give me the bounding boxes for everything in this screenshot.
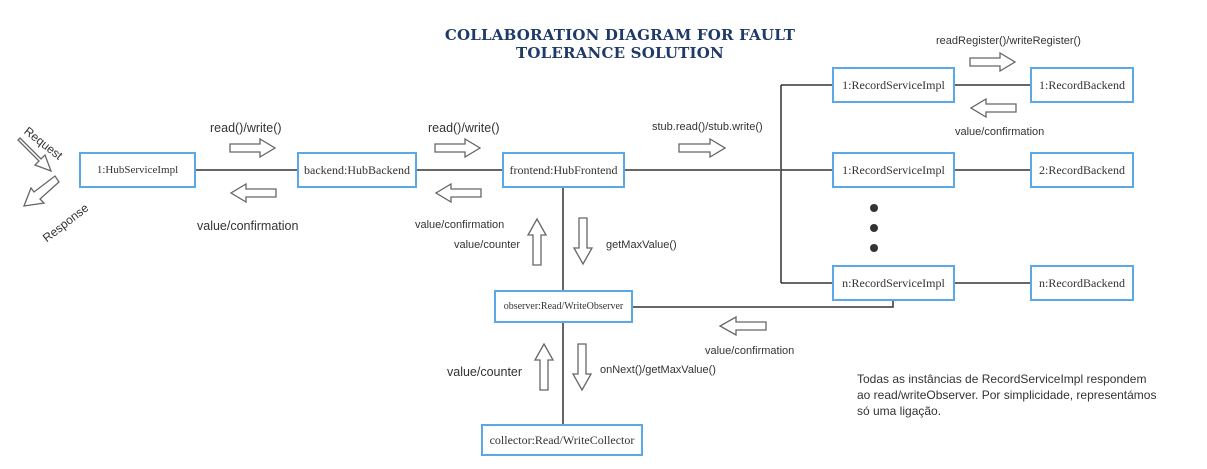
message-collector-up: value/counter <box>447 365 523 379</box>
record-service-node-2: 1:RecordServiceImpl <box>832 152 955 188</box>
hub-service-node: 1:HubServiceImpl <box>79 152 196 188</box>
message-observer-down: onNext()/getMaxValue() <box>600 364 716 376</box>
arrow-right-icon <box>678 137 727 159</box>
message-register-calls: readRegister()/writeRegister() <box>936 35 1081 47</box>
hub-frontend-node: frontend:HubFrontend <box>502 152 625 188</box>
message-observer-up: value/counter <box>454 239 521 251</box>
diagram-note-line-3: só uma ligação. <box>857 404 942 418</box>
record-backend-node-n: n:RecordBackend <box>1030 265 1134 301</box>
record-backend-node-2: 2:RecordBackend <box>1030 152 1134 188</box>
record-backend-node-1: 1:RecordBackend <box>1030 67 1134 103</box>
message-read-write-2: read()/write() <box>428 121 500 135</box>
arrow-up-icon <box>533 342 555 391</box>
record-service-node-n: n:RecordServiceImpl <box>832 265 955 301</box>
message-value-confirmation-1: value/confirmation <box>197 219 299 233</box>
collector-node: collector:Read/WriteCollector <box>481 424 643 456</box>
message-read-write-1: read()/write() <box>210 121 282 135</box>
arrow-up-icon <box>526 217 548 266</box>
ellipsis-dot <box>870 204 878 212</box>
message-record-to-observer: value/confirmation <box>705 345 795 357</box>
arrow-down-icon <box>572 217 594 266</box>
diagram-note: Todas as instâncias de RecordServiceImpl… <box>857 371 1197 419</box>
response-arrow-icon <box>22 175 60 207</box>
arrow-down-icon <box>571 343 593 392</box>
diagram-title-line-1: COLLABORATION DIAGRAM FOR FAULT <box>444 26 796 44</box>
arrow-right-icon <box>434 137 482 159</box>
message-stub-calls: stub.read()/stub.write() <box>652 121 763 133</box>
ellipsis-dot <box>870 244 878 252</box>
diagram-note-line-1: Todas as instâncias de RecordServiceImpl… <box>857 372 1147 386</box>
diagram-title-line-2: TOLERANCE SOLUTION <box>516 44 724 62</box>
arrow-left-icon <box>718 315 767 337</box>
ellipsis-dot <box>870 224 878 232</box>
message-register-reply: value/confirmation <box>955 126 1045 138</box>
message-value-confirmation-2: value/confirmation <box>415 219 505 231</box>
arrow-left-icon <box>229 182 277 204</box>
arrow-left-icon <box>969 97 1017 119</box>
hub-backend-node: backend:HubBackend <box>297 152 417 188</box>
link-recordn-observer <box>633 301 894 308</box>
arrow-right-icon <box>969 51 1017 73</box>
arrow-right-icon <box>229 137 277 159</box>
message-frontend-down: getMaxValue() <box>606 239 677 251</box>
record-service-node-1: 1:RecordServiceImpl <box>832 67 955 103</box>
diagram-title: COLLABORATION DIAGRAM FOR FAULT TOLERANC… <box>430 26 810 62</box>
arrow-left-icon <box>434 182 482 204</box>
request-arrow-icon <box>17 137 53 173</box>
observer-node: observer:Read/WriteObserver <box>494 290 633 323</box>
diagram-note-line-2: ao read/writeObserver. Por simplicidade,… <box>857 388 1157 402</box>
